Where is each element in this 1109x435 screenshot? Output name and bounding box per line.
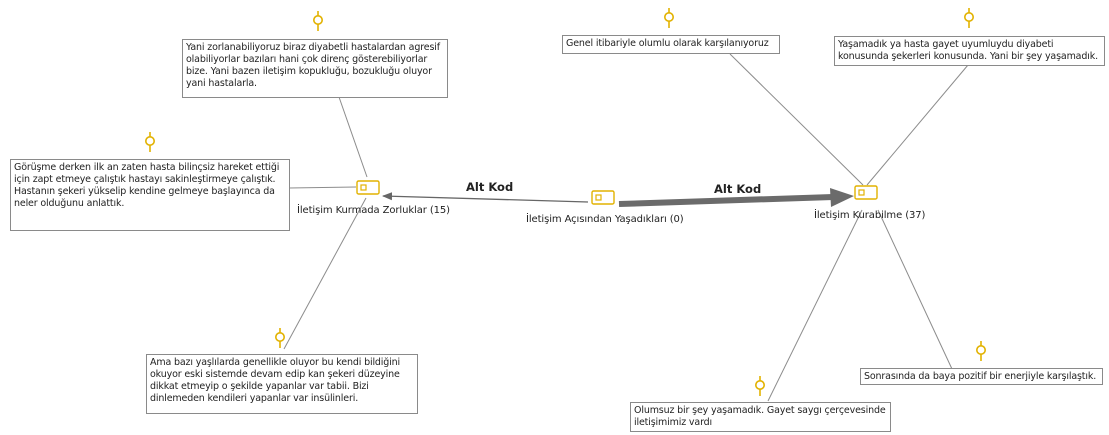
memo-right-top1[interactable]: Genel itibariyle olumlu olarak karşılanı… (562, 35, 780, 54)
memo-left-bottom[interactable]: Ama bazı yaşlılarda genellikle oluyor bu… (146, 354, 418, 414)
pin-icon[interactable] (976, 341, 986, 361)
memo-right-bottom1[interactable]: Olumsuz bir şey yaşamadık. Gayet saygı ç… (630, 402, 891, 432)
code-tag-icon[interactable] (591, 190, 615, 205)
pin-icon[interactable] (964, 8, 974, 28)
link-right-top2 (866, 64, 969, 186)
memo-left-mid[interactable]: Görüşme derken ilk an zaten hasta bilinç… (10, 159, 290, 231)
edge-arrow-to-left (382, 192, 589, 203)
pin-icon[interactable] (145, 132, 155, 152)
memo-right-bottom2[interactable]: Sonrasında da baya pozitif bir enerjiyle… (860, 368, 1103, 385)
edge-arrow-to-right-head (830, 188, 854, 207)
edge-arrow-to-right-shaft (618, 194, 834, 207)
memo-left-top[interactable]: Yani zorlanabiliyoruz biraz diyabetli ha… (182, 39, 448, 98)
link-right-bot2 (877, 209, 953, 370)
pin-icon[interactable] (313, 11, 323, 31)
edge-label-to-right: Alt Kod (714, 182, 762, 196)
code-tag-icon[interactable] (356, 180, 380, 195)
link-left-top (338, 96, 368, 178)
code-tag-icon[interactable] (854, 185, 878, 200)
node-label-right[interactable]: İletişim Kurabilme (37) (814, 210, 926, 221)
node-label-center[interactable]: İletişim Açısından Yaşadıkları (0) (526, 214, 684, 225)
link-left-mid (288, 186, 357, 189)
pin-icon[interactable] (755, 376, 765, 396)
pin-icon[interactable] (664, 8, 674, 28)
edge-label-to-left: Alt Kod (466, 180, 514, 194)
link-left-bottom (283, 197, 367, 350)
pin-icon[interactable] (275, 328, 285, 348)
node-label-left[interactable]: İletişim Kurmada Zorluklar (15) (297, 205, 450, 216)
link-right-bot1 (767, 209, 863, 402)
memo-right-top2[interactable]: Yaşamadık ya hasta gayet uyumluydu diyab… (834, 36, 1105, 66)
link-right-top1 (729, 53, 864, 186)
